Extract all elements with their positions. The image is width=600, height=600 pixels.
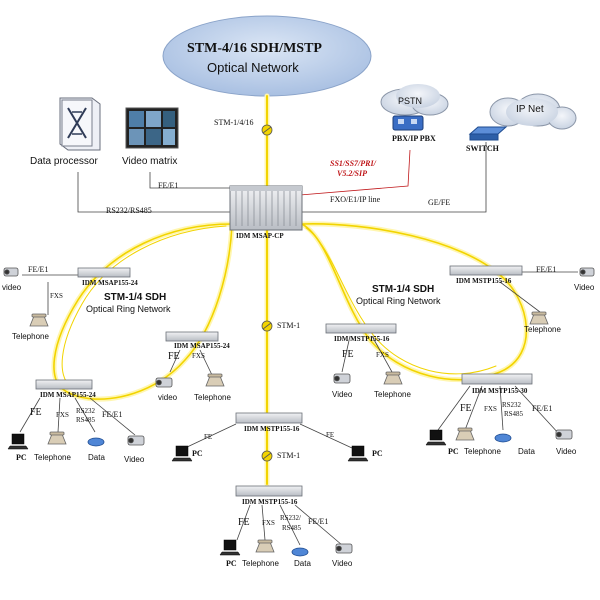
pbx-icon <box>392 115 424 131</box>
data-processor-icon <box>59 97 101 151</box>
chain-bot-pc: PC <box>226 559 237 568</box>
right-bot-fe-e1: FE/E1 <box>532 404 553 413</box>
pc-icons <box>7 429 447 556</box>
right-top-video: Video <box>574 283 595 292</box>
left-bot-device-label: IDM MSAP155-24 <box>40 391 96 399</box>
telephone-icons <box>29 311 549 553</box>
copper-links <box>19 142 578 546</box>
left-bot-rs485: RS485 <box>76 416 96 424</box>
pbx-label: PBX/IP PBX <box>392 134 436 143</box>
left-top-device-label: IDM MSAP155-24 <box>82 279 138 287</box>
left-mid-fxs: FXS <box>192 352 205 360</box>
left-mid-telephone: Telephone <box>194 393 231 402</box>
left-bot-fe: FE <box>30 407 42 418</box>
chain-bot-fe-e1: FE/E1 <box>308 517 329 526</box>
left-top-fxs: FXS <box>50 292 63 300</box>
right-mid-fe: FE <box>342 349 354 360</box>
main-cloud-shape <box>162 15 372 97</box>
chain-bot-rs485: RS485 <box>282 524 302 532</box>
right-bot-fe: FE <box>460 403 472 414</box>
pstn-label: PSTN <box>398 96 423 106</box>
right-mid-telephone: Telephone <box>374 390 411 399</box>
right-mid-device-label: IDM MSTP155-16 <box>334 335 390 343</box>
chain-mid-pc-right: PC <box>372 449 383 458</box>
right-bot-video: Video <box>556 447 577 456</box>
chain-bot-fxs: FXS <box>262 519 275 527</box>
fiber-knots <box>261 124 273 462</box>
left-bot-fe-e1: FE/E1 <box>102 410 123 419</box>
main-cloud-subtitle: Optical Network <box>207 60 299 75</box>
fe-e1-top-label: FE/E1 <box>158 181 179 190</box>
v52-label: V5.2/SIP <box>337 169 368 178</box>
chain-mid-pc-left: PC <box>192 449 203 458</box>
switch-label: SWITCH <box>466 144 499 153</box>
msap-cp-chassis <box>229 185 303 231</box>
ipnet-label: IP Net <box>516 104 544 115</box>
right-bot-pc: PC <box>448 447 459 456</box>
data-icons <box>87 433 512 557</box>
right-top-fe-e1: FE/E1 <box>536 265 557 274</box>
video-matrix-label: Video matrix <box>122 156 178 167</box>
chain-mid-device-label: IDM MSTP155-16 <box>244 425 300 433</box>
right-bot-rs232: RS232 <box>502 401 522 409</box>
right-bot-rs485: RS485 <box>504 410 524 418</box>
data-processor-label: Data processor <box>30 156 98 167</box>
center-device-label: IDM MSAP-CP <box>236 232 284 240</box>
right-bot-data: Data <box>518 447 535 456</box>
right-bot-fxs: FXS <box>484 405 497 413</box>
chain-mid-fe-right: FE <box>326 431 335 439</box>
left-top-fe-e1: FE/E1 <box>28 265 49 274</box>
left-ring-subtitle: Optical Ring Network <box>86 304 171 314</box>
right-mid-fxs: FXS <box>376 351 389 359</box>
fxo-line-label: FXO/E1/IP line <box>330 195 381 204</box>
right-mid-video: Video <box>332 390 353 399</box>
left-bot-telephone: Telephone <box>34 453 71 462</box>
left-mid-video: video <box>158 393 178 402</box>
right-ring-subtitle: Optical Ring Network <box>356 296 441 306</box>
left-bot-video: Video <box>124 455 145 464</box>
chain-bot-telephone: Telephone <box>242 559 279 568</box>
chain-bot-data: Data <box>294 559 311 568</box>
left-ring-title: STM-1/4 SDH <box>104 292 167 303</box>
stm-4-16-label: STM-1/4/16 <box>214 118 254 127</box>
left-bot-data: Data <box>88 453 105 462</box>
main-cloud-title: STM-4/16 SDH/MSTP <box>187 41 322 56</box>
chain-bot-device-label: IDM MSTP155-16 <box>242 498 298 506</box>
ss7-label: SS1/SS7/PRI/ <box>330 159 376 168</box>
right-bot-device-label: IDM MSTP155-30 <box>472 387 528 395</box>
switch-icon <box>468 126 508 141</box>
left-bot-pc: PC <box>16 453 27 462</box>
video-matrix-icon <box>125 107 179 149</box>
rs232-top-label: RS232/RS485 <box>106 206 152 215</box>
chain-bot-fe: FE <box>238 517 250 528</box>
stm1-label-b: STM-1 <box>277 451 301 460</box>
left-top-video: video <box>2 283 22 292</box>
chain-mid-fe-left: FE <box>204 433 213 441</box>
rack-devices <box>35 265 533 497</box>
left-mid-fe: FE <box>168 351 180 362</box>
left-bot-rs232: RS232 <box>76 407 96 415</box>
chain-bot-rs232: RS232/ <box>280 514 302 522</box>
ipnet-cloud-shape <box>489 93 577 130</box>
camera-icons <box>3 267 595 554</box>
right-top-device-label: IDM MSTP155-16 <box>456 277 512 285</box>
left-top-telephone: Telephone <box>12 332 49 341</box>
chain-bot-video: Video <box>332 559 353 568</box>
stm1-label-a: STM-1 <box>277 321 301 330</box>
right-ring-title: STM-1/4 SDH <box>372 284 435 295</box>
ge-fe-label: GE/FE <box>428 198 451 207</box>
left-mid-device-label: IDM MSAP155-24 <box>174 342 230 350</box>
right-top-telephone: Telephone <box>524 325 561 334</box>
left-bot-fxs: FXS <box>56 411 69 419</box>
right-bot-telephone: Telephone <box>464 447 501 456</box>
pstn-cloud-shape <box>380 84 449 116</box>
